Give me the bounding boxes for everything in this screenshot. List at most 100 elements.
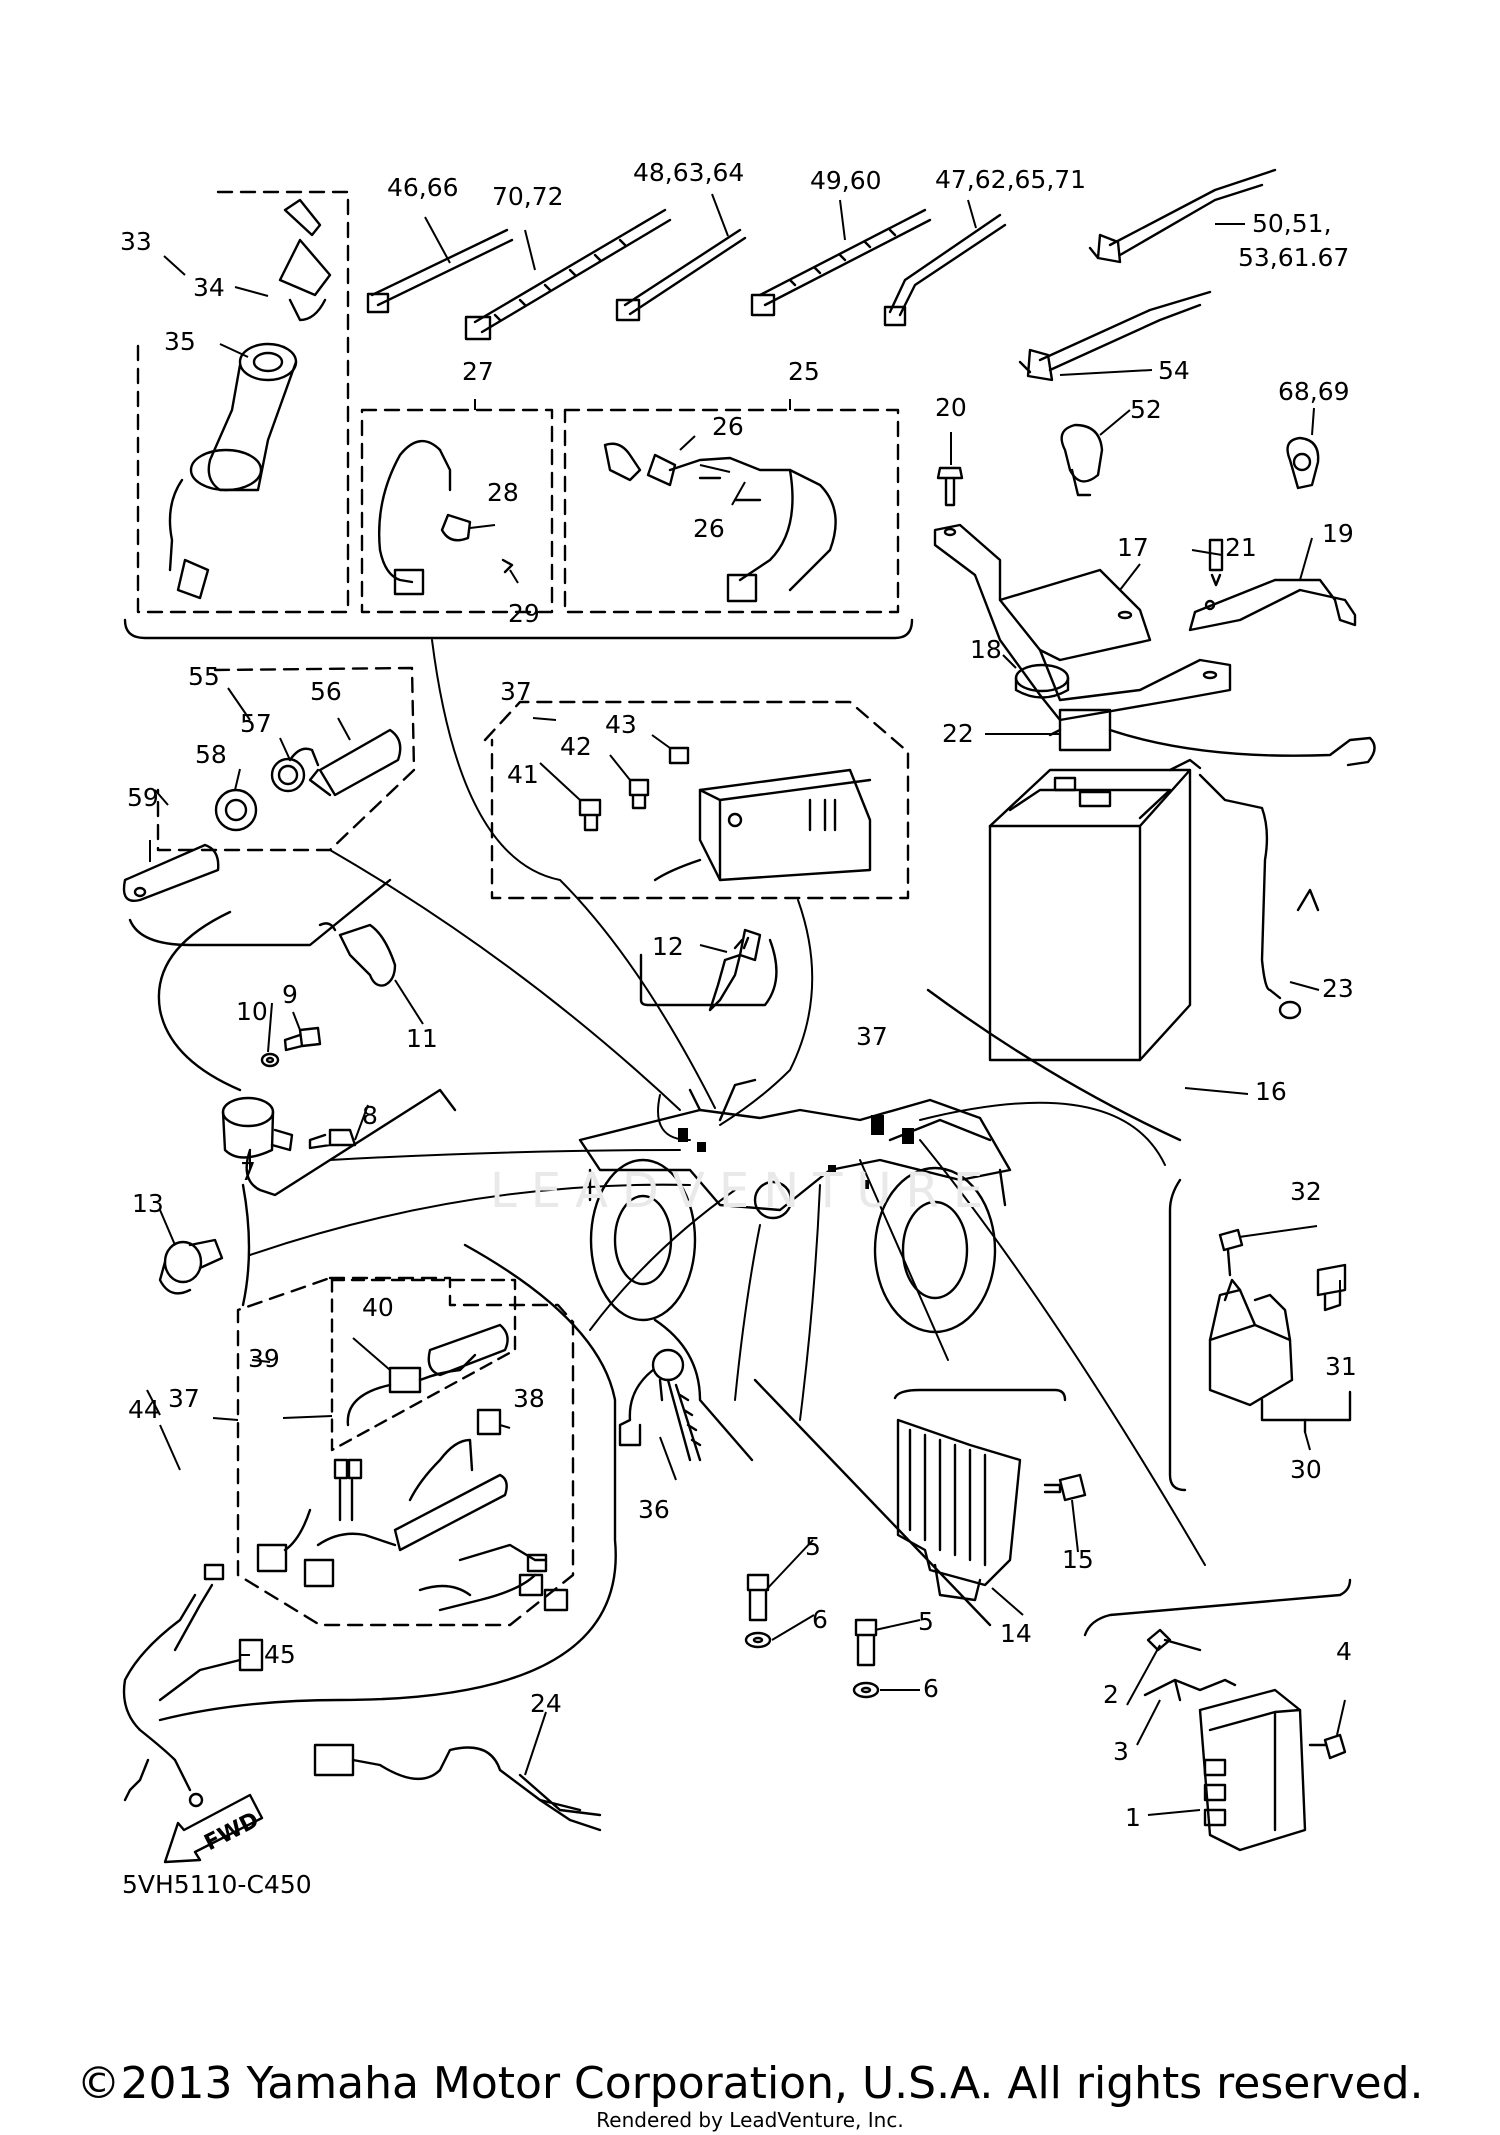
main-switch-group-box (136, 190, 350, 614)
wire-harness-25-box (563, 408, 900, 614)
relay-7 (221, 1096, 294, 1159)
main-switch-key (278, 198, 332, 322)
callout-27: 27 (462, 357, 494, 386)
callout-32: 32 (1290, 1177, 1322, 1206)
glow-plug-brace (639, 938, 778, 1007)
callout-59: 59 (127, 783, 159, 812)
callout-70-72: 70,72 (492, 182, 564, 211)
callout-20: 20 (935, 393, 967, 422)
bolt-15 (1043, 1473, 1087, 1502)
cap-22 (1048, 708, 1376, 767)
battery-lead-23 (1198, 773, 1320, 1020)
callout-7: 7 (240, 1157, 256, 1186)
cable-tie-49-60 (750, 208, 932, 317)
rendered-by-note: Rendered by LeadVenture, Inc. (596, 2108, 904, 2132)
starter-relay-30 (1208, 1278, 1294, 1407)
callout-8: 8 (362, 1101, 378, 1130)
callout-23: 23 (1322, 974, 1354, 1003)
callout-34: 34 (193, 273, 225, 302)
clamp-52 (1060, 423, 1104, 497)
callout-53-61-67: 53,61.67 (1238, 243, 1349, 272)
callout-19: 19 (1322, 519, 1354, 548)
callout-49-60: 49,60 (810, 166, 882, 195)
callout-18: 18 (970, 635, 1002, 664)
cable-tie-47-62-65-71 (883, 213, 1007, 327)
callout-28: 28 (487, 478, 519, 507)
main-switch-body (168, 342, 298, 600)
callout-52: 52 (1130, 395, 1162, 424)
bolt-32 (1218, 1228, 1244, 1277)
bolt-5a (746, 1573, 770, 1622)
top-row-brace (123, 618, 914, 640)
harness-37-main (256, 1438, 569, 1612)
callout-35: 35 (164, 327, 196, 356)
callout-29: 29 (508, 599, 540, 628)
glow-plug-12 (708, 928, 762, 1012)
cable-tie-46-66 (366, 228, 514, 314)
harness-brace (158, 1243, 617, 1722)
sensor-13-brace (241, 1183, 251, 1307)
washer-6a (744, 1631, 772, 1649)
cap-11 (318, 922, 397, 987)
callout-41: 41 (507, 760, 539, 789)
callout-21: 21 (1225, 533, 1257, 562)
fuse-42 (628, 778, 650, 810)
fuse-box-37-box (483, 700, 910, 900)
cap-57 (270, 747, 320, 793)
callout-56: 56 (310, 677, 342, 706)
bolt-8 (308, 1128, 357, 1150)
battery-16 (988, 758, 1202, 1062)
callout-68-69: 68,69 (1278, 377, 1350, 406)
harness-39-box (330, 1278, 517, 1452)
callout-22: 22 (942, 719, 974, 748)
bolt-4 (1308, 1733, 1347, 1760)
fuse-43 (668, 746, 690, 765)
callout-12: 12 (652, 932, 684, 961)
ecu-1 (1198, 1688, 1307, 1852)
cable-tie-clamp-50 (1088, 168, 1277, 264)
callout-55: 55 (188, 662, 220, 691)
fuse-41 (578, 798, 602, 832)
socket-brace (128, 878, 392, 947)
callout-42: 42 (560, 732, 592, 761)
screw-2 (1146, 1628, 1202, 1652)
connector-38 (476, 1408, 502, 1436)
bolt-9 (283, 1026, 322, 1052)
callout-30: 30 (1290, 1455, 1322, 1484)
clip-3 (1143, 1678, 1237, 1702)
socket-59 (122, 843, 220, 902)
callout-16: 16 (1255, 1077, 1287, 1106)
callout-37-mid: 37 (856, 1022, 888, 1051)
socket-56 (308, 728, 402, 797)
lead-44-45 (122, 1563, 264, 1808)
atv-markers (678, 1115, 914, 1189)
nut-58 (214, 788, 258, 832)
callout-31: 31 (1325, 1352, 1357, 1381)
callout-1: 1 (1125, 1803, 1141, 1832)
fuse-box-37 (653, 768, 872, 882)
screw-21 (1208, 538, 1224, 587)
cable-tie-70-72 (464, 208, 672, 341)
cable-tie-48-63-64 (615, 228, 747, 322)
callout-57: 57 (240, 709, 272, 738)
plate-19 (1188, 578, 1357, 632)
clamp-68-69 (1286, 436, 1320, 490)
copyright-notice: ©2013 Yamaha Motor Corporation, U.S.A. A… (76, 2058, 1424, 2109)
callout-25: 25 (788, 357, 820, 386)
accessory-socket-box (156, 666, 416, 852)
relay-30-brace (1168, 1178, 1187, 1492)
atv-outline (578, 1078, 1012, 1334)
callout-50-51: 50,51, (1252, 209, 1332, 238)
callout-labels: 33 34 35 46,66 70,72 48,63,64 49,60 47,6… (120, 158, 1357, 1899)
wire-harness-27-box (360, 408, 554, 614)
callout-26-b: 26 (693, 514, 725, 543)
callout-6-a: 6 (812, 1605, 828, 1634)
harness-25 (603, 442, 837, 603)
callout-46-66: 46,66 (387, 173, 459, 202)
callout-44: 44 (128, 1395, 160, 1424)
harness-37-box (236, 1276, 575, 1627)
callout-15: 15 (1062, 1545, 1094, 1574)
sensor-13 (158, 1238, 224, 1295)
callout-48-63-64: 48,63,64 (633, 158, 744, 187)
